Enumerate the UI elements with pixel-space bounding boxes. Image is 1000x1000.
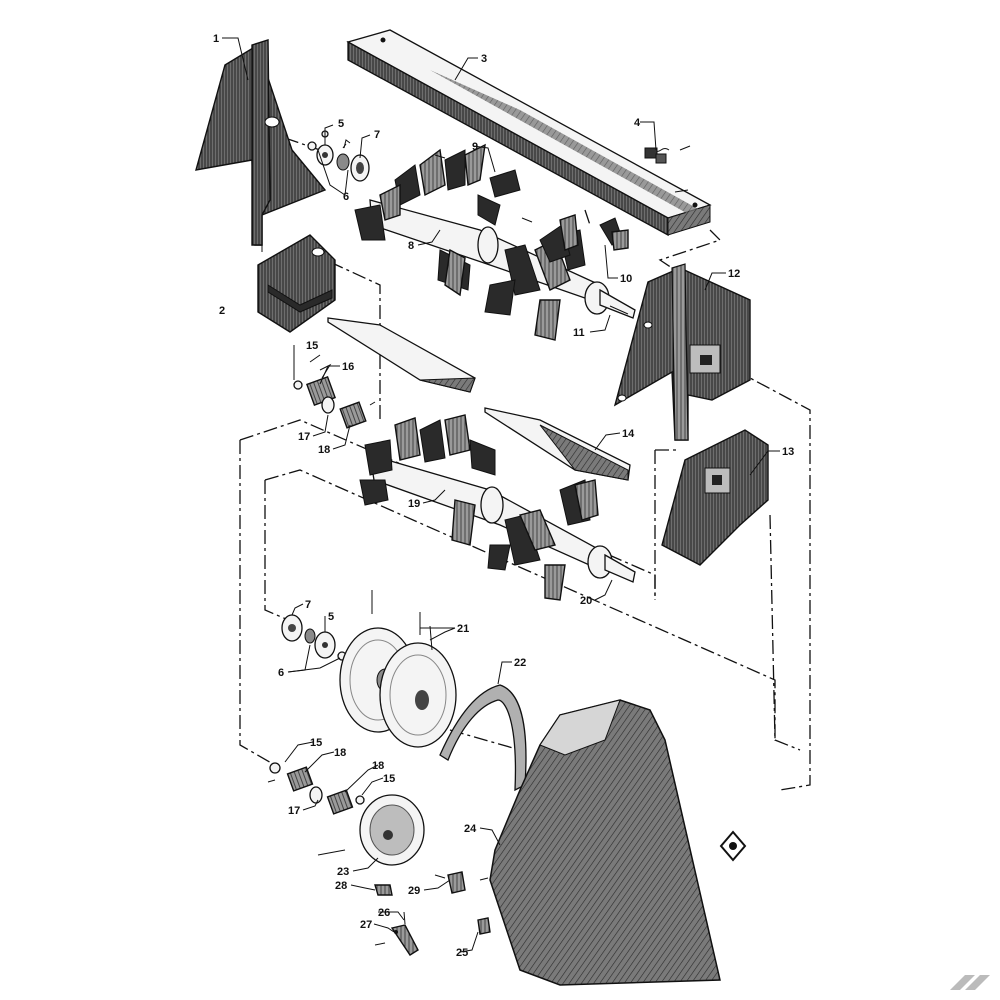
callout-labels: 1 2 3 4 5 6 7 8 9 10 11 12 13 14 15 16 1… bbox=[213, 33, 794, 959]
callout-21: 21 bbox=[457, 623, 469, 635]
callout-9: 9 bbox=[472, 141, 478, 153]
callout-18-lower-left: 18 bbox=[334, 747, 346, 759]
callout-29: 29 bbox=[408, 885, 420, 897]
callout-5-lower: 5 bbox=[328, 611, 334, 623]
callout-23: 23 bbox=[337, 866, 349, 878]
part-22-belt bbox=[439, 684, 527, 792]
callout-22: 22 bbox=[514, 657, 526, 669]
callout-25: 25 bbox=[456, 947, 468, 959]
callout-15-lower-right: 15 bbox=[383, 773, 395, 785]
upper-left-bearing-hardware bbox=[307, 130, 370, 182]
callout-17-middle: 17 bbox=[298, 431, 310, 443]
part-21-pulleys bbox=[339, 590, 457, 748]
callout-10: 10 bbox=[620, 273, 632, 285]
callout-6-upper: 6 bbox=[343, 191, 349, 203]
corner-watermark-logo bbox=[950, 975, 990, 990]
callout-8: 8 bbox=[408, 240, 414, 252]
callout-26: 26 bbox=[378, 907, 390, 919]
middle-left-bearing-hardware bbox=[293, 354, 376, 429]
callout-2: 2 bbox=[219, 305, 225, 317]
manufacturer-logo-mark bbox=[719, 830, 747, 862]
lower-left-bearing-hardware bbox=[281, 614, 347, 661]
callout-4: 4 bbox=[634, 117, 641, 129]
callout-18-lower-right: 18 bbox=[372, 760, 384, 772]
callout-7-lower: 7 bbox=[305, 599, 311, 611]
callout-18-middle: 18 bbox=[318, 444, 330, 456]
callout-3: 3 bbox=[481, 53, 487, 65]
part-13-right-lower-plate bbox=[661, 429, 769, 566]
callout-11: 11 bbox=[573, 327, 585, 339]
lower-bearing-hardware bbox=[267, 762, 365, 815]
callout-7-upper: 7 bbox=[374, 129, 380, 141]
callout-13: 13 bbox=[782, 446, 794, 458]
callout-19: 19 bbox=[408, 498, 420, 510]
part-9-blade bbox=[434, 154, 521, 198]
part-14-lower-channel-guard bbox=[484, 407, 631, 481]
callout-28: 28 bbox=[335, 880, 347, 892]
part-19-20-lower-rotor bbox=[359, 414, 636, 601]
callout-15-lower-left: 15 bbox=[310, 737, 322, 749]
part-12-right-side-plate bbox=[613, 263, 751, 441]
callout-27: 27 bbox=[360, 919, 372, 931]
callout-14: 14 bbox=[622, 428, 635, 440]
part-4-spring-assembly bbox=[644, 145, 691, 193]
callout-17-lower: 17 bbox=[288, 805, 300, 817]
part-23-pulley bbox=[317, 794, 425, 866]
leader-lines bbox=[222, 37, 780, 953]
callout-5-upper: 5 bbox=[338, 118, 344, 130]
part-10-bracket bbox=[521, 217, 629, 251]
small-brackets bbox=[374, 871, 491, 956]
callout-16: 16 bbox=[342, 361, 354, 373]
upper-channel-guard bbox=[327, 317, 476, 393]
callout-12: 12 bbox=[728, 268, 740, 280]
callout-24: 24 bbox=[464, 823, 477, 835]
callout-20: 20 bbox=[580, 595, 592, 607]
callout-1: 1 bbox=[213, 33, 219, 45]
part-8-11-upper-rotor bbox=[354, 143, 636, 341]
part-2-left-lower-plate bbox=[257, 234, 336, 333]
part-3-top-beam bbox=[346, 29, 712, 237]
part-24-guard-cover bbox=[489, 699, 721, 986]
part-1-left-side-plate bbox=[195, 39, 327, 252]
callout-15-middle: 15 bbox=[306, 340, 318, 352]
callout-6-lower: 6 bbox=[278, 667, 284, 679]
